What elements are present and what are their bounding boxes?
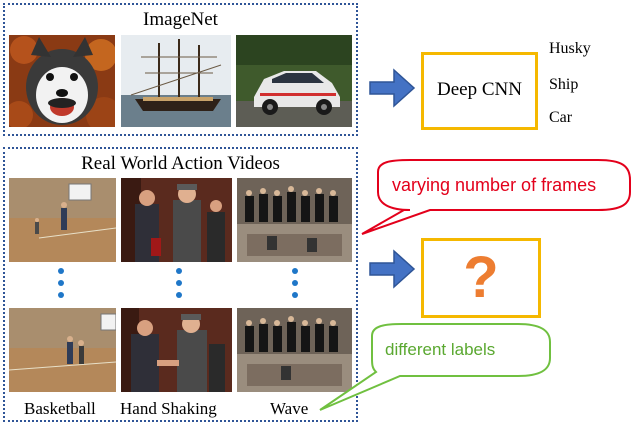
- arrow-to-cnn: [369, 68, 416, 108]
- labels-callout-bubble: [319, 323, 551, 411]
- video-label-wave: Wave: [270, 399, 309, 418]
- wave-frame-first: [237, 178, 352, 262]
- imagenet-title: ImageNet: [143, 9, 218, 30]
- deep-cnn-box: Deep CNN: [421, 52, 538, 130]
- basketball-frame-last: [9, 308, 116, 392]
- output-label-husky: Husky: [549, 40, 591, 57]
- ship-photo: [121, 35, 231, 127]
- basketball-frame-first: [9, 178, 116, 262]
- frames-callout-bubble: [361, 159, 631, 235]
- videos-panel: Real World Action Videos: [3, 147, 358, 422]
- husky-photo: [9, 35, 115, 127]
- labels-callout-text: different labels: [385, 340, 496, 359]
- output-label-ship: Ship: [549, 76, 579, 93]
- arrow-to-unknown: [369, 249, 416, 289]
- imagenet-panel: ImageNet: [3, 3, 358, 136]
- output-label-car: Car: [549, 109, 573, 126]
- video-label-hand-shaking: Hand Shaking: [120, 399, 217, 418]
- handshake-frame-first: [121, 178, 232, 262]
- frame-sequence-dots-2: [176, 268, 182, 304]
- unknown-model-box: ?: [421, 238, 541, 318]
- question-mark-icon: ?: [463, 245, 499, 310]
- video-label-basketball: Basketball: [24, 399, 96, 418]
- frame-sequence-dots-3: [292, 268, 298, 304]
- car-photo: [236, 35, 352, 127]
- deep-cnn-label: Deep CNN: [437, 79, 522, 100]
- frames-callout-text: varying number of frames: [392, 175, 597, 195]
- videos-title: Real World Action Videos: [81, 153, 280, 174]
- frame-sequence-dots-1: [58, 268, 64, 304]
- handshake-frame-last: [121, 308, 232, 392]
- wave-frame-last: [237, 308, 352, 392]
